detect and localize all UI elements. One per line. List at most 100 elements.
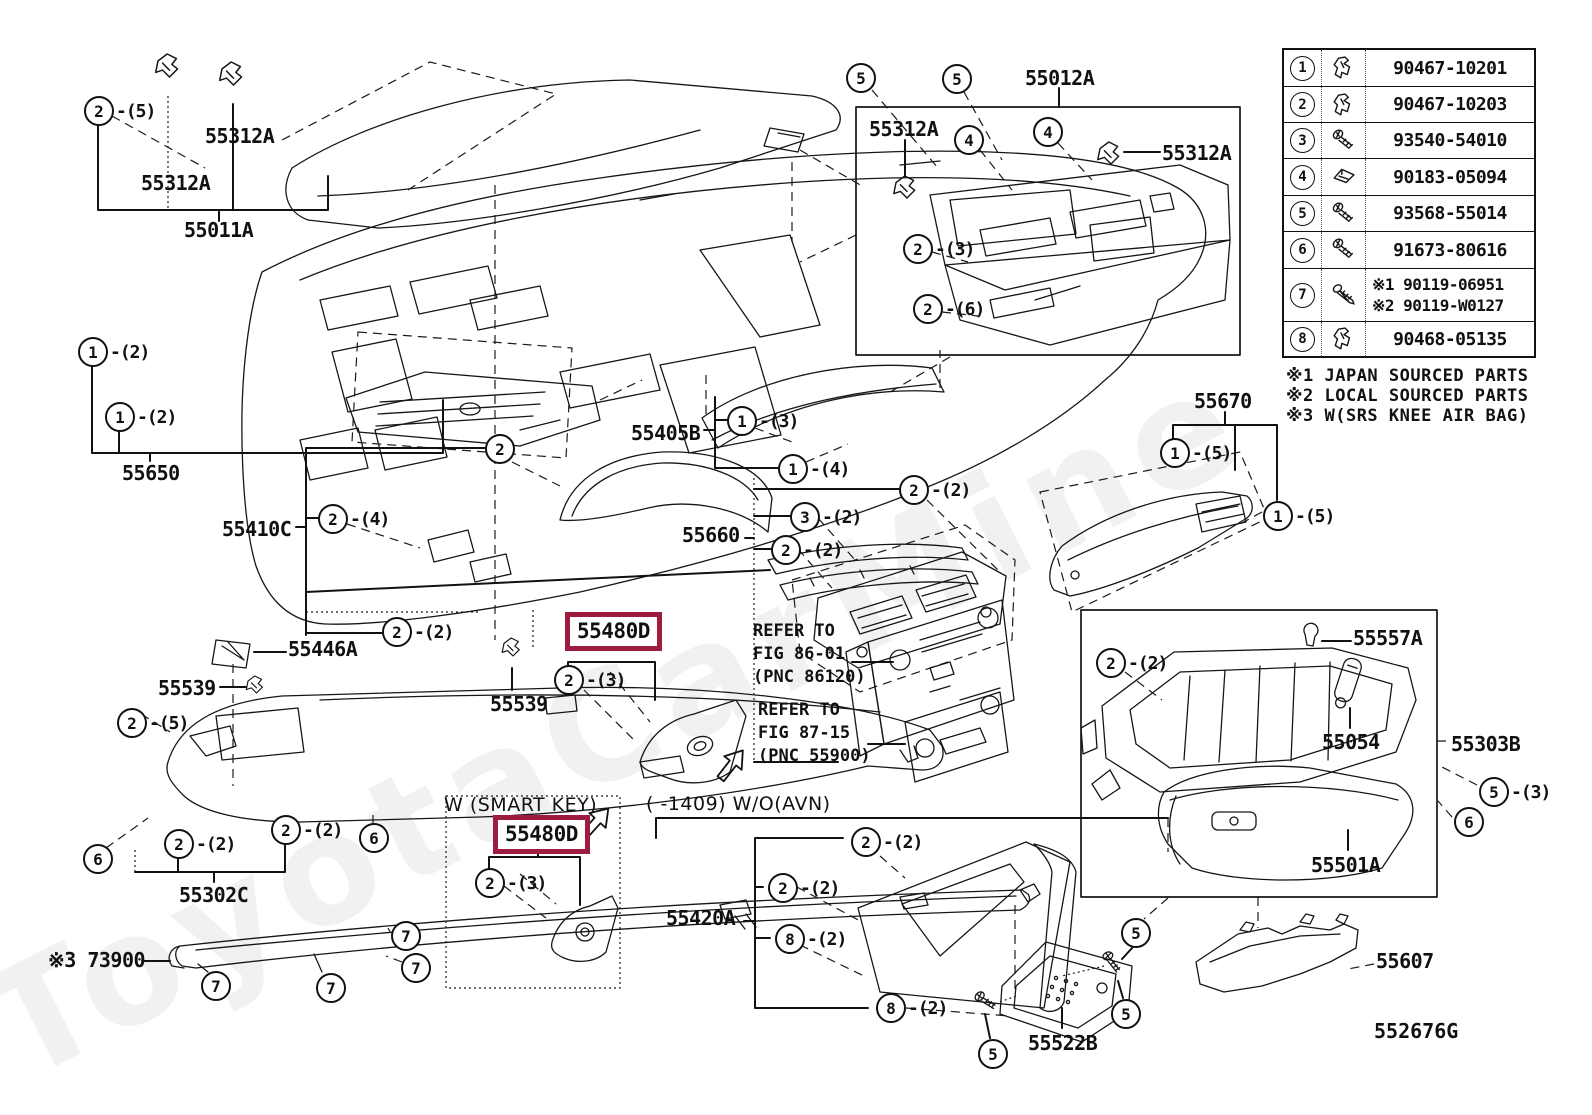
part-label-55539[interactable]: 55539 xyxy=(490,692,548,716)
part-label-55303B[interactable]: 55303B xyxy=(1451,732,1521,756)
callout-2--2-: 2-(2) xyxy=(271,815,343,845)
fastener-part-number: ※1 90119-06951※2 90119-W0127 xyxy=(1372,275,1504,315)
callout-number: 6 xyxy=(83,844,113,874)
screw-icon xyxy=(1322,123,1366,158)
callout-number: 3 xyxy=(790,502,820,532)
part-label-55312A[interactable]: 55312A xyxy=(205,124,275,148)
callout-6: 6 xyxy=(359,823,389,853)
callout-8--2-: 8-(2) xyxy=(876,993,948,1023)
part-label-55522B[interactable]: 55522B xyxy=(1028,1031,1098,1055)
grommet-icon xyxy=(1322,159,1366,195)
callout-quantity: -(2) xyxy=(822,506,862,528)
note-srs-knee-airbag: ※3 W(SRS KNEE AIR BAG) xyxy=(1286,406,1529,426)
highlighted-part-label-55480D[interactable]: 55480D xyxy=(493,815,590,854)
callout-number: 2 xyxy=(117,708,147,738)
fastener-row-7[interactable]: 7 ※1 90119-06951※2 90119-W0127 xyxy=(1284,269,1534,322)
callout-6: 6 xyxy=(1454,807,1484,837)
callout-number: 6 xyxy=(1454,807,1484,837)
callout-quantity: -(2) xyxy=(908,997,948,1019)
callout-quantity: -(3) xyxy=(759,410,799,432)
callout-1--2-: 1-(2) xyxy=(78,337,150,367)
callout-2--4-: 2-(4) xyxy=(318,504,390,534)
fastener-number-badge: 8 xyxy=(1290,326,1315,352)
part-label-55607[interactable]: 55607 xyxy=(1376,949,1434,973)
callout-number: 2 xyxy=(851,827,881,857)
callout-quantity: -(2) xyxy=(110,341,150,363)
callout-1--4-: 1-(4) xyxy=(778,454,850,484)
callout-2: 2 xyxy=(485,434,515,464)
part-label-55410C[interactable]: 55410C xyxy=(222,517,292,541)
part-label-55405B[interactable]: 55405B xyxy=(631,421,701,445)
callout-2--2-: 2-(2) xyxy=(768,873,840,903)
fastener-part-number: 93540-54010 xyxy=(1393,130,1507,151)
fastener-number-badge: 5 xyxy=(1290,201,1315,226)
callout-quantity: -(5) xyxy=(1192,442,1232,464)
part-label-55012A[interactable]: 55012A xyxy=(1025,66,1095,90)
callout-quantity: -(2) xyxy=(137,406,177,428)
callout-number: 7 xyxy=(316,973,346,1003)
callout-quantity: -(3) xyxy=(586,669,626,691)
part-label-55650[interactable]: 55650 xyxy=(122,461,180,485)
callout-quantity: -(2) xyxy=(1128,652,1168,674)
clip-icon xyxy=(1322,87,1366,122)
callout-number: 4 xyxy=(1033,117,1063,147)
fastener-number-badge: 7 xyxy=(1290,282,1315,308)
callout-2--2-: 2-(2) xyxy=(899,475,971,505)
fastener-part-number: 91673-80616 xyxy=(1393,239,1507,261)
fastener-part-number: 90183-05094 xyxy=(1393,166,1507,188)
part-label-55501A[interactable]: 55501A xyxy=(1311,853,1381,877)
callout-number: 6 xyxy=(359,823,389,853)
part-label-55420A[interactable]: 55420A xyxy=(666,906,736,930)
callout-number: 4 xyxy=(954,125,984,155)
part-label-373900[interactable]: ※3 73900 xyxy=(48,948,146,972)
callout-number: 8 xyxy=(876,993,906,1023)
art-trim-panel-55670 xyxy=(1039,411,1278,613)
part-label-55302C[interactable]: 55302C xyxy=(179,883,249,907)
part-label-55312A[interactable]: 55312A xyxy=(141,171,211,195)
part-label-55670[interactable]: 55670 xyxy=(1194,389,1252,413)
part-label-55312A[interactable]: 55312A xyxy=(1162,141,1232,165)
fastener-part-number: 90467-10201 xyxy=(1393,57,1507,79)
art-display-bezel-55420A xyxy=(655,817,1169,1017)
callout-3--2-: 3-(2) xyxy=(790,502,862,532)
fastener-row-4[interactable]: 4 90183-05094 xyxy=(1284,159,1534,196)
callout-number: 2 xyxy=(913,294,943,324)
fastener-number-badge: 2 xyxy=(1290,92,1315,117)
callout-2--3-: 2-(3) xyxy=(554,665,626,695)
callout-2--3-: 2-(3) xyxy=(903,234,975,264)
callout-2--2-: 2-(2) xyxy=(382,617,454,647)
fastener-number-badge: 4 xyxy=(1290,164,1315,190)
part-label-55446A[interactable]: 55446A xyxy=(288,637,358,661)
callout-quantity: -(2) xyxy=(800,877,840,899)
highlighted-part-label-55480D[interactable]: 55480D xyxy=(565,612,662,651)
callout-number: 2 xyxy=(485,434,515,464)
callout-2--6-: 2-(6) xyxy=(913,294,985,324)
art-glove-box-assembly xyxy=(1080,609,1478,928)
part-label-55011A[interactable]: 55011A xyxy=(184,218,254,242)
callout-number: 5 xyxy=(1479,777,1509,807)
part-label-55539[interactable]: 55539 xyxy=(158,676,216,700)
callout-quantity: -(5) xyxy=(116,100,156,122)
callout-quantity: -(2) xyxy=(883,831,923,853)
callout-number: 2 xyxy=(771,535,801,565)
callout-number: 2 xyxy=(475,868,505,898)
callout-number: 1 xyxy=(1160,438,1190,468)
part-label-55312A[interactable]: 55312A xyxy=(869,117,939,141)
part-label-55660[interactable]: 55660 xyxy=(682,523,740,547)
callout-number: 2 xyxy=(271,815,301,845)
callout-8--2-: 8-(2) xyxy=(775,924,847,954)
callout-quantity: -(5) xyxy=(1295,505,1335,527)
part-label-55054[interactable]: 55054 xyxy=(1322,730,1380,754)
callout-number: 5 xyxy=(942,64,972,94)
art-pad-55011A xyxy=(97,53,863,229)
callout-quantity: -(4) xyxy=(810,458,850,480)
part-label-55557A[interactable]: 55557A xyxy=(1353,626,1423,650)
callout-number: 1 xyxy=(105,402,135,432)
